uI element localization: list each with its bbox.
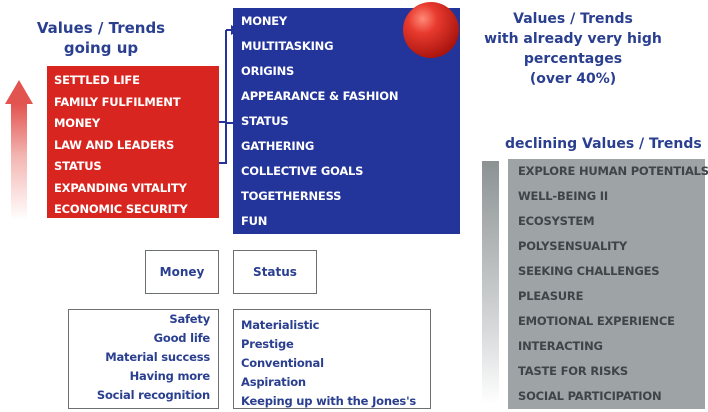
money-label-box: Money: [145, 250, 219, 294]
status-label-box: Status: [233, 250, 317, 294]
high-percentages-heading: Values / Trends with already very high p…: [478, 9, 668, 89]
list-item: STATUS: [54, 159, 102, 173]
list-item: SETTLED LIFE: [54, 73, 140, 87]
list-item: MULTITASKING: [241, 39, 334, 53]
money-label: Money: [159, 265, 205, 279]
list-item: LAW AND LEADERS: [54, 137, 175, 152]
list-item: COLLECTIVE GOALS: [241, 164, 364, 178]
money-attribute: Material success: [105, 350, 210, 364]
list-item: ECOSYSTEM: [518, 214, 595, 228]
money-attribute: Social recognition: [96, 388, 210, 402]
status-attribute: Keeping up with the Jones's: [241, 394, 417, 408]
list-item: SEEKING CHALLENGES: [518, 264, 660, 278]
high-percentages-heading-line3: percentages: [523, 51, 623, 67]
list-item: EXPANDING VITALITY: [54, 180, 187, 195]
status-attributes-box: Materialistic Prestige Conventional Aspi…: [233, 309, 431, 409]
list-item: TOGETHERNESS: [241, 189, 342, 203]
status-attribute: Prestige: [241, 337, 294, 351]
list-item: ECONOMIC SECURITY: [54, 202, 188, 216]
money-attribute: Good life: [153, 331, 211, 345]
list-item: INTERACTING: [518, 339, 603, 353]
list-item: FAMILY FULFILMENT: [54, 94, 181, 109]
high-percentages-heading-line4: (over 40%): [529, 71, 617, 87]
list-item: MONEY: [54, 116, 101, 130]
declining-gradient-bar: [482, 161, 499, 404]
list-item: ORIGINS: [241, 64, 295, 78]
rising-values-box: SETTLED LIFE FAMILY FULFILMENT MONEY LAW…: [47, 66, 219, 218]
high-percentage-values-box: MONEY MULTITASKING ORIGINS APPEARANCE & …: [233, 8, 460, 234]
status-label: Status: [253, 265, 297, 279]
list-item: EMOTIONAL EXPERIENCE: [518, 314, 675, 328]
going-up-heading-line2: going up: [63, 39, 139, 57]
list-item: APPEARANCE & FASHION: [241, 89, 399, 103]
declining-heading: declining Values / Trends: [505, 136, 702, 152]
status-attribute: Materialistic: [241, 318, 320, 332]
list-item: POLYSENSUALITY: [518, 239, 627, 253]
money-attribute: Having more: [129, 369, 211, 383]
list-item: GATHERING: [241, 139, 315, 153]
high-percentages-heading-line2: with already very high: [484, 31, 662, 47]
list-item: SOCIAL PARTICIPATION: [518, 389, 662, 403]
list-item: TASTE FOR RISKS: [518, 364, 628, 378]
list-item: STATUS: [241, 114, 289, 128]
status-attribute: Conventional: [241, 356, 324, 370]
list-item: MONEY: [241, 14, 288, 28]
going-up-heading-line1: Values / Trends: [36, 19, 166, 37]
upward-trend-arrow-icon: [5, 80, 33, 220]
list-item: EXPLORE HUMAN POTENTIALS: [518, 164, 708, 178]
money-attributes-box: Safety Good life Material success Having…: [68, 309, 219, 409]
list-item: WELL-BEING II: [518, 189, 608, 203]
going-up-heading: Values / Trends going up: [28, 18, 174, 58]
status-attribute: Aspiration: [241, 375, 306, 389]
high-percentages-heading-line1: Values / Trends: [513, 11, 633, 27]
list-item: PLEASURE: [518, 289, 584, 303]
money-attribute: Safety: [169, 312, 210, 326]
declining-values-box: EXPLORE HUMAN POTENTIALS WELL-BEING II E…: [508, 159, 708, 409]
list-item: FUN: [241, 214, 268, 228]
